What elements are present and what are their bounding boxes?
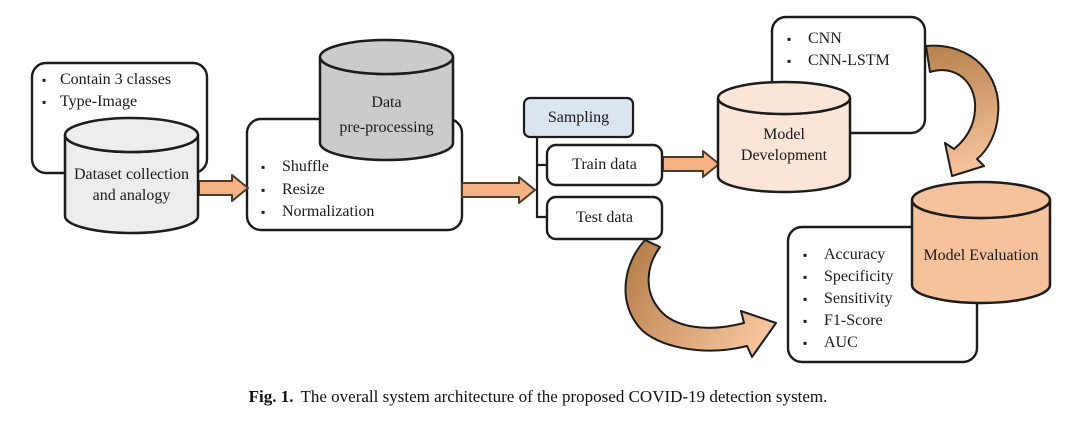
label-line: Development: [740, 147, 828, 164]
models-list: CNN CNN-LSTM: [787, 28, 890, 72]
model-evaluation-cylinder: [910, 180, 1052, 305]
arrow-train-to-modeldev: [662, 150, 720, 178]
model-development-cylinder-top: [716, 80, 852, 116]
sampling-label: Sampling: [524, 98, 633, 137]
list-item: Shuffle: [261, 156, 374, 179]
model-development-label: Model Development: [718, 124, 850, 166]
figure-caption-text: The overall system architecture of the p…: [300, 387, 828, 406]
preprocessing-steps-list: Shuffle Resize Normalization: [261, 156, 374, 224]
dataset-cylinder-label: Dataset collection and analogy: [65, 164, 198, 206]
list-item: Sensitivity: [803, 288, 893, 310]
preprocessing-cylinder-label: Data pre-processing: [320, 90, 453, 140]
model-development-cylinder: [716, 80, 852, 194]
list-item: Type-Image: [42, 91, 171, 113]
label-line: and analogy: [92, 187, 171, 204]
label-line: pre-processing: [339, 119, 434, 136]
list-item: Normalization: [261, 201, 374, 224]
list-item: Specificity: [803, 266, 893, 288]
test-data-text: Test data: [575, 209, 634, 226]
sampling-node: [522, 96, 635, 139]
model-evaluation-label: Model Evaluation: [912, 247, 1050, 265]
label-line: Model Evaluation: [923, 247, 1039, 264]
list-item: AUC: [803, 332, 893, 354]
arrow-preprocessing-to-sampling: [461, 176, 536, 204]
model-evaluation-cylinder-top: [910, 180, 1052, 220]
preprocessing-cylinder-top: [318, 38, 455, 76]
list-item: Contain 3 classes: [42, 69, 171, 91]
list-item: Accuracy: [803, 244, 893, 266]
train-data-text: Train data: [572, 156, 637, 173]
preprocessing-cylinder: [318, 38, 455, 162]
train-data-label: Train data: [547, 145, 662, 185]
dataset-cylinder-top: [63, 116, 200, 154]
list-item: CNN: [787, 28, 890, 50]
arrow-dataset-to-preprocessing: [198, 174, 249, 202]
label-line: Data: [371, 94, 402, 111]
label-line: Dataset collection: [73, 166, 190, 183]
curved-arrow-models-to-evaluation: [925, 44, 1000, 177]
list-item: Resize: [261, 179, 374, 202]
metrics-list: Accuracy Specificity Sensitivity F1-Scor…: [803, 244, 893, 354]
figure-caption-label: Fig. 1.: [248, 387, 294, 406]
curved-arrow-test-to-metrics: [624, 239, 777, 358]
test-data-node: [545, 195, 664, 241]
figure-caption: Fig. 1. The overall system architecture o…: [0, 387, 1076, 407]
dataset-cylinder: [63, 116, 200, 235]
train-data-node: [545, 143, 664, 187]
label-line: Model: [763, 126, 805, 143]
list-item: F1-Score: [803, 310, 893, 332]
list-item: CNN-LSTM: [787, 50, 890, 72]
dataset-info-list: Contain 3 classes Type-Image: [42, 69, 171, 113]
test-data-label: Test data: [547, 197, 662, 239]
sampling-text: Sampling: [547, 108, 610, 126]
